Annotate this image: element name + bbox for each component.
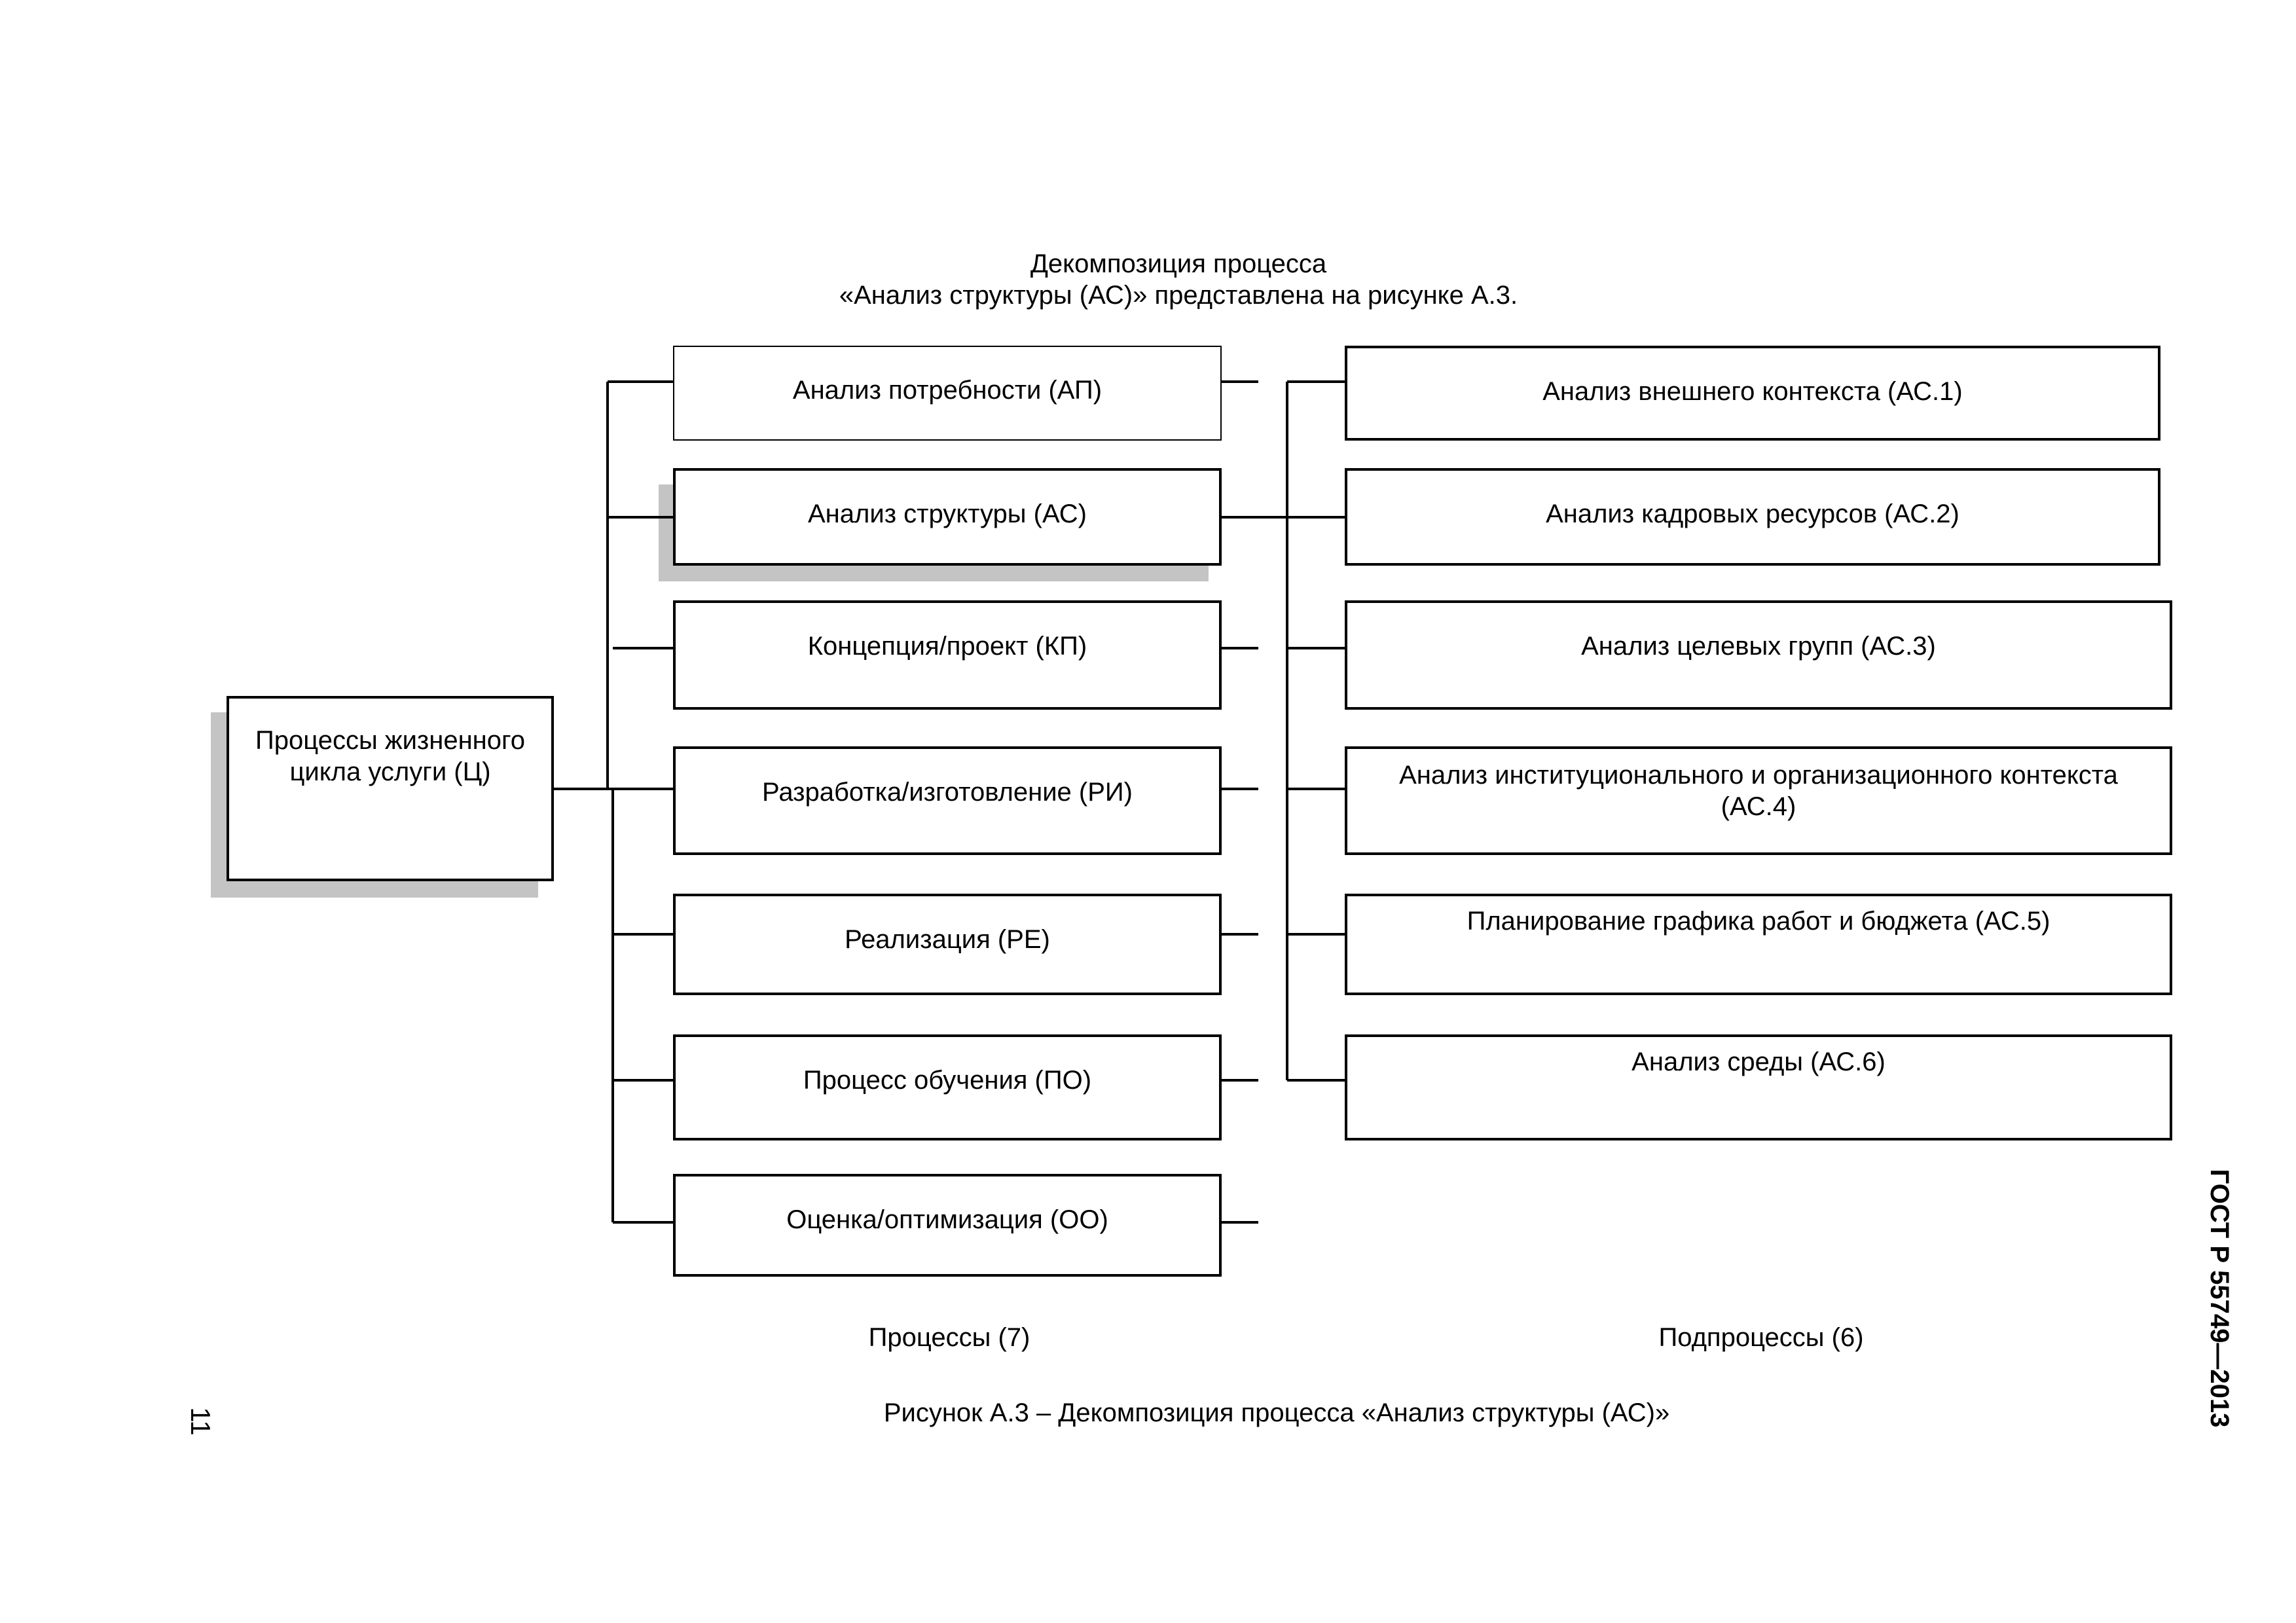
subprocess-label: Анализ среды (АС.6): [1631, 1048, 1886, 1076]
subprocess-box: Анализ внешнего контекста (АС.1): [1345, 346, 2160, 441]
header-line-2: «Анализ структуры (АС)» представлена на …: [839, 281, 1518, 310]
header-line-1: Декомпозиция процесса: [1030, 249, 1327, 278]
processes-column-label: Процессы (7): [868, 1323, 1030, 1352]
process-label: Процесс обучения (ПО): [803, 1066, 1092, 1095]
process-label: Разработка/изготовление (РИ): [762, 778, 1133, 807]
document-id-label: ГОСТ Р 55749—2013: [2205, 1169, 2234, 1428]
subprocess-label: Анализ кадровых ресурсов (АС.2): [1546, 500, 1959, 528]
process-box-selected: Анализ структуры (АС): [673, 468, 1222, 566]
root-box: Процессы жизненного цикла услуги (Ц): [227, 696, 554, 881]
figure-caption: Рисунок А.3 – Декомпозиция процесса «Ана…: [883, 1398, 1670, 1427]
process-box: Реализация (РЕ): [673, 894, 1222, 995]
process-label: Концепция/проект (КП): [807, 632, 1087, 661]
subprocess-box: Анализ кадровых ресурсов (АС.2): [1345, 468, 2160, 566]
process-label: Анализ структуры (АС): [808, 500, 1087, 528]
root-box-label: Процессы жизненного цикла услуги (Ц): [255, 726, 525, 786]
subprocess-box: Анализ целевых групп (АС.3): [1345, 600, 2172, 710]
subprocess-box: Анализ институционального и организацион…: [1345, 746, 2172, 855]
process-label: Реализация (РЕ): [845, 925, 1050, 954]
process-box: Разработка/изготовление (РИ): [673, 746, 1222, 855]
subprocess-box: Анализ среды (АС.6): [1345, 1034, 2172, 1140]
subprocesses-column-label: Подпроцессы (6): [1658, 1323, 1864, 1352]
process-box: Процесс обучения (ПО): [673, 1034, 1222, 1140]
subprocess-label: Анализ целевых групп (АС.3): [1581, 632, 1936, 661]
subprocess-label: Планирование графика работ и бюджета (АС…: [1467, 907, 2050, 936]
process-box: Оценка/оптимизация (ОО): [673, 1174, 1222, 1277]
page-number: 11: [185, 1407, 216, 1436]
process-label: Анализ потребности (АП): [792, 376, 1102, 405]
subprocess-label: Анализ внешнего контекста (АС.1): [1542, 377, 1963, 406]
subprocess-box: Планирование графика работ и бюджета (АС…: [1345, 894, 2172, 995]
process-box: Анализ потребности (АП): [673, 346, 1222, 441]
process-label: Оценка/оптимизация (ОО): [786, 1205, 1108, 1234]
subprocess-label: Анализ институционального и организацион…: [1399, 761, 2118, 821]
process-box: Концепция/проект (КП): [673, 600, 1222, 710]
